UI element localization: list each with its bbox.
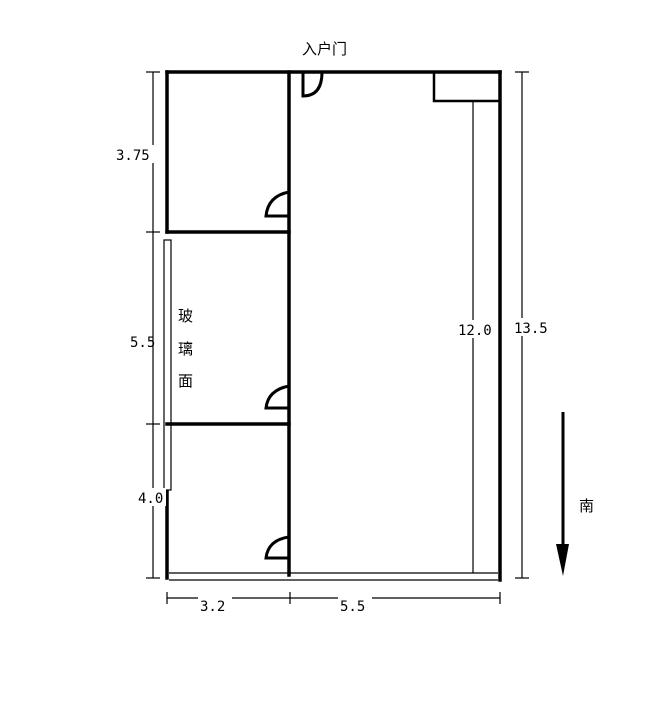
dimension-total-length: 13.5 [514, 321, 548, 337]
corner-cabinet [432, 70, 502, 103]
room-door-3 [264, 535, 290, 560]
south-arrow [556, 412, 569, 576]
room-door-2 [264, 384, 290, 410]
dimension-bottom-right: 5.5 [340, 599, 365, 615]
glass-char-2: 璃 [178, 340, 193, 358]
outer-walls [165, 70, 502, 582]
glass-char-1: 玻 [178, 307, 193, 325]
glass-facade [163, 239, 172, 491]
entrance-label: 入户门 [302, 40, 347, 58]
dimension-bottom-left: 3.2 [200, 599, 225, 615]
dimension-left-bottom: 4.0 [138, 491, 163, 507]
glass-char-3: 面 [178, 372, 193, 390]
entrance-door [301, 71, 324, 98]
dimension-left-top: 3.75 [116, 148, 150, 164]
south-label: 南 [579, 497, 594, 515]
dimension-inner-length: 12.0 [458, 323, 492, 339]
partition-walls [165, 70, 291, 577]
room-door-1 [264, 190, 290, 218]
dimension-left-middle: 5.5 [130, 335, 155, 351]
